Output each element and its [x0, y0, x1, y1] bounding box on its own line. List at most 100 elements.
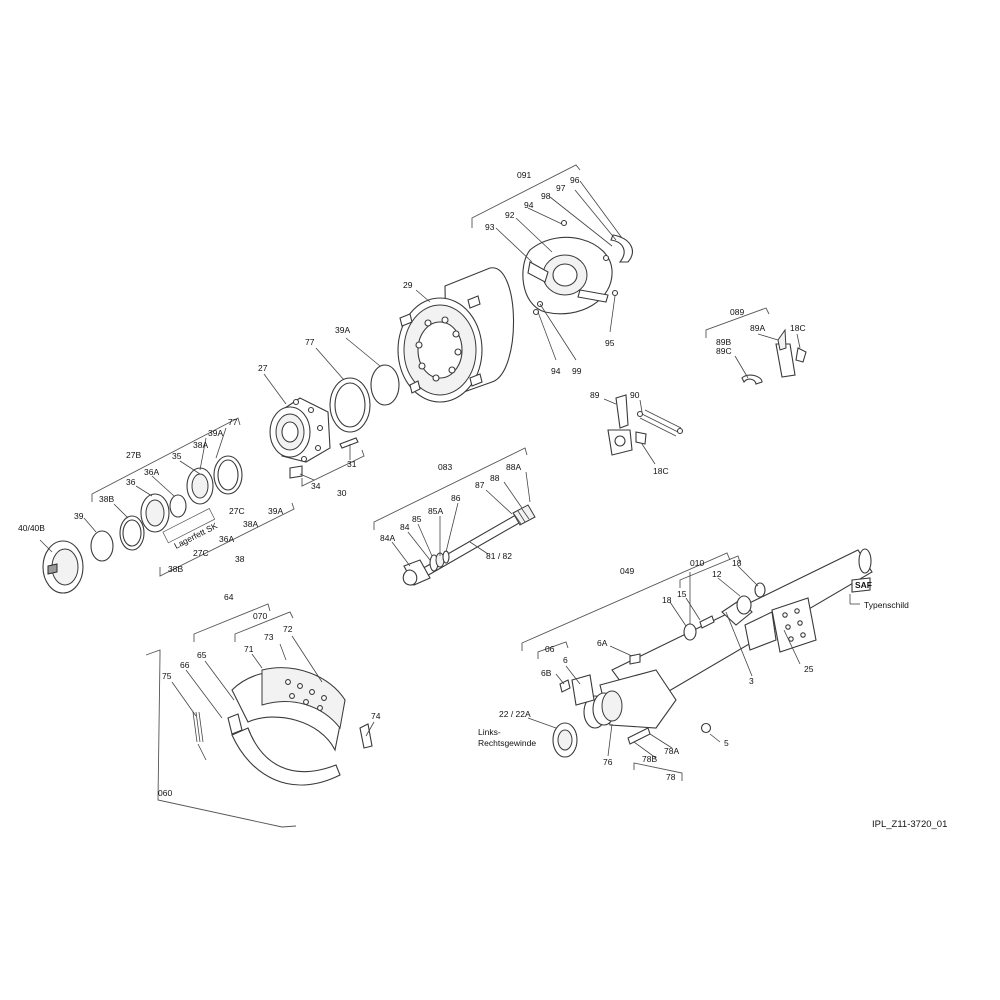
label-18C-bottom: 18C	[653, 466, 669, 476]
label-88A: 88A	[506, 462, 521, 472]
label-27C-top: 27C	[229, 506, 245, 516]
brake-drum	[397, 267, 515, 403]
label-29: 29	[403, 280, 413, 290]
seal-rings	[169, 364, 400, 518]
label-78: 78	[666, 772, 676, 782]
label-27: 27	[258, 363, 268, 373]
label-95: 95	[605, 338, 615, 348]
label-84: 84	[400, 522, 410, 532]
group-brackets	[91, 164, 770, 828]
saf-plate-logo: SAF	[855, 580, 872, 590]
label-89C: 89C	[716, 346, 732, 356]
cam-lever-spring	[607, 394, 684, 456]
label-060: 060	[158, 788, 172, 798]
label-25: 25	[804, 664, 814, 674]
label-94-top: 94	[524, 200, 534, 210]
label-86: 86	[451, 493, 461, 503]
leader-lines	[39, 180, 860, 759]
label-083: 083	[438, 462, 452, 472]
lagerfett-box	[162, 508, 216, 544]
label-070: 070	[253, 611, 267, 621]
label-06: 06	[545, 644, 555, 654]
label-72: 72	[283, 624, 293, 634]
label-36A-top: 36A	[144, 467, 159, 477]
dust-cover	[522, 219, 633, 316]
label-89: 89	[590, 390, 600, 400]
label-6B: 6B	[541, 668, 552, 678]
label-77-top: 77	[305, 337, 315, 347]
label-65: 65	[197, 650, 207, 660]
label-81-82: 81 / 82	[486, 551, 512, 561]
label-18-bottom: 18	[662, 595, 672, 605]
label-39A-bottom: 39A	[268, 506, 283, 516]
label-78B: 78B	[642, 754, 657, 764]
brake-shoes	[192, 667, 373, 786]
label-73: 73	[264, 632, 274, 642]
label-39: 39	[74, 511, 84, 521]
label-39A-top: 39A	[335, 325, 350, 335]
label-85: 85	[412, 514, 422, 524]
label-049: 049	[620, 566, 634, 576]
figure-code: IPL_Z11-3720_01	[872, 819, 947, 830]
label-75: 75	[162, 671, 172, 681]
label-38B-top: 38B	[99, 494, 114, 504]
label-66: 66	[180, 660, 190, 670]
label-18C-top: 18C	[790, 323, 806, 333]
wheel-hub	[269, 397, 359, 479]
label-5: 5	[724, 738, 729, 748]
label-89A: 89A	[750, 323, 765, 333]
lagerfett-note: Lagerfett SK	[172, 520, 219, 551]
label-40-40B: 40/40B	[18, 523, 45, 533]
camshaft-assembly	[402, 504, 536, 586]
slack-adjuster	[741, 328, 807, 385]
label-34: 34	[311, 481, 321, 491]
label-99: 99	[572, 366, 582, 376]
label-78A: 78A	[664, 746, 679, 756]
label-76: 76	[603, 757, 613, 767]
label-93: 93	[485, 222, 495, 232]
label-010: 010	[690, 558, 704, 568]
label-091: 091	[517, 170, 531, 180]
label-71: 71	[244, 644, 254, 654]
label-38: 38	[235, 554, 245, 564]
label-64: 64	[224, 592, 234, 602]
label-84A: 84A	[380, 533, 395, 543]
label-35: 35	[172, 451, 182, 461]
label-92: 92	[505, 210, 515, 220]
label-36A-bottom: 36A	[219, 534, 234, 544]
label-77-mid: 77	[228, 417, 238, 427]
label-74: 74	[371, 711, 381, 721]
label-6A: 6A	[597, 638, 608, 648]
label-98: 98	[541, 191, 551, 201]
label-27B: 27B	[126, 450, 141, 460]
hub-cap	[42, 540, 84, 594]
label-97: 97	[556, 183, 566, 193]
label-6: 6	[563, 655, 568, 665]
label-31: 31	[347, 459, 357, 469]
label-85A: 85A	[428, 506, 443, 516]
label-38A-bottom: 38A	[243, 519, 258, 529]
label-88: 88	[490, 473, 500, 483]
label-12: 12	[712, 569, 722, 579]
label-36: 36	[126, 477, 136, 487]
label-27C-bottom: 27C	[193, 548, 209, 558]
label-39A-mid: 39A	[208, 428, 223, 438]
label-96: 96	[570, 175, 580, 185]
label-18-top: 18	[732, 558, 742, 568]
links-gewinde-line2: Rechtsgewinde	[478, 738, 536, 748]
label-3: 3	[749, 676, 754, 686]
label-15: 15	[677, 589, 687, 599]
label-90: 90	[630, 390, 640, 400]
wheel-bearings	[90, 467, 214, 562]
label-87: 87	[475, 480, 485, 490]
label-22-22A: 22 / 22A	[499, 709, 531, 719]
typenschild-note: Typenschild	[864, 600, 909, 610]
axle-beam	[552, 548, 873, 758]
label-94-bottom: 94	[551, 366, 561, 376]
label-30: 30	[337, 488, 347, 498]
label-89B: 89B	[716, 337, 731, 347]
label-089: 089	[730, 307, 744, 317]
links-gewinde-line1: Links-	[478, 727, 501, 737]
